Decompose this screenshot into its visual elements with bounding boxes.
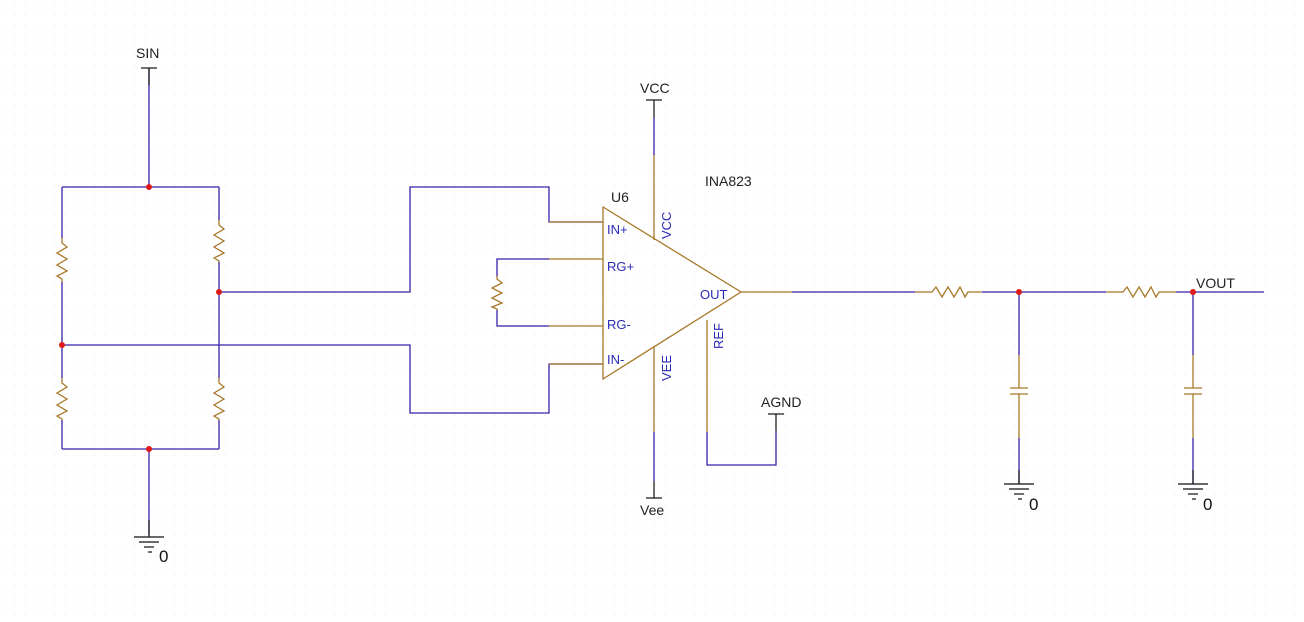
filter-capacitor-1: [1010, 355, 1028, 438]
gain-resistor-wires: [496, 258, 549, 327]
filter-capacitor-2: [1184, 355, 1202, 438]
bridge-resistor-left-bottom: [55, 378, 69, 420]
ground-symbol-cap1: [1004, 470, 1034, 500]
junction-dot: [59, 342, 65, 348]
pin-label-out: OUT: [700, 287, 728, 302]
ground-label-cap2: 0: [1203, 495, 1212, 514]
filter-resistor-1: [915, 285, 982, 299]
vout-label: VOUT: [1196, 275, 1235, 291]
filter-resistor-2: [1106, 285, 1176, 299]
pin-label-vcc: VCC: [659, 212, 674, 239]
amplifier-pin-stubs: [549, 155, 792, 432]
ground-symbol-cap2: [1178, 470, 1208, 500]
pin-label-in-plus: IN+: [607, 222, 628, 237]
amplifier-ref-label: U6: [611, 189, 629, 205]
sin-port-symbol: [141, 67, 157, 85]
pin-label-rg-minus: RG-: [607, 317, 631, 332]
bridge-resistor-left-top: [55, 238, 69, 282]
junction-dot: [1190, 289, 1196, 295]
junction-dot: [146, 184, 152, 190]
agnd-port-symbol: [768, 413, 784, 431]
vcc-label: VCC: [640, 80, 670, 96]
bridge-resistor-right-bottom: [212, 378, 226, 420]
ground-label-bridge: 0: [159, 547, 168, 566]
vee-label: Vee: [640, 502, 664, 518]
junction-dot: [146, 446, 152, 452]
sin-label: SIN: [136, 45, 159, 61]
vcc-port-symbol: [646, 99, 662, 155]
junction-dot: [1016, 289, 1022, 295]
pin-label-in-minus: IN-: [607, 352, 624, 367]
junction-dot: [216, 289, 222, 295]
ref-wire: [706, 431, 777, 466]
pin-label-rg-plus: RG+: [607, 259, 634, 274]
vee-port-symbol: [646, 432, 662, 499]
amplifier-triangle-U6[interactable]: [602, 205, 743, 381]
amplifier-part-label: INA823: [705, 173, 752, 189]
ground-symbol-bridge: [134, 520, 164, 553]
pin-label-vee: VEE: [659, 355, 674, 381]
pin-label-ref: REF: [711, 323, 726, 349]
bridge-resistor-right-top: [212, 220, 226, 262]
agnd-label: AGND: [761, 394, 801, 410]
bridge-wires: [61, 68, 603, 535]
ground-label-cap1: 0: [1029, 495, 1038, 514]
gain-resistor: [490, 276, 504, 310]
